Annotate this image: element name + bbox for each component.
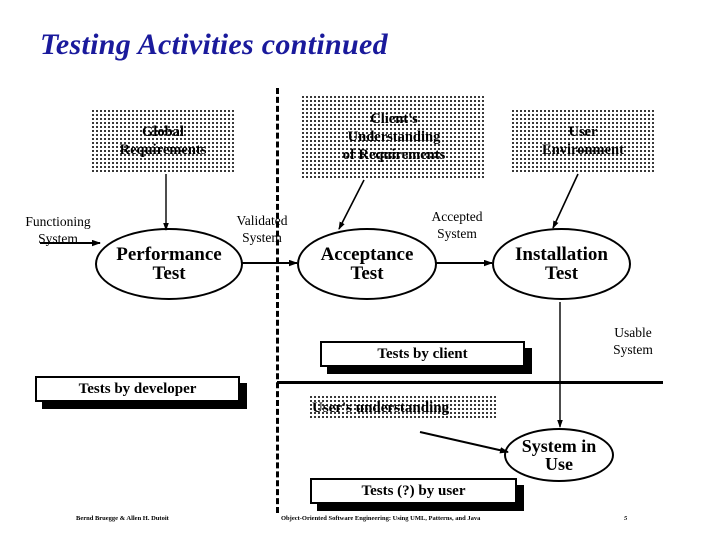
usable-system-line-2: System xyxy=(613,342,653,357)
horizontal-separator-line xyxy=(277,381,663,384)
responsibility-box-tests-by-developer[interactable]: Tests by developer xyxy=(35,376,240,402)
validated-system-line-2: System xyxy=(242,230,282,245)
arrow-user-environment-to-installation-test xyxy=(552,173,579,229)
functioning-system-line-2: System xyxy=(38,231,78,246)
activity-installation-test[interactable]: Installation Test xyxy=(492,228,631,300)
user-environment-line-1: User xyxy=(568,124,598,140)
flow-label-validated-system: Validated System xyxy=(222,212,302,246)
installation-test-line-2: Test xyxy=(544,263,579,284)
responsibility-box-tests-by-client[interactable]: Tests by client xyxy=(320,341,525,367)
flow-label-accepted-system: Accepted System xyxy=(418,208,496,242)
arrow-client-understanding-to-acceptance-test xyxy=(338,179,365,230)
footer-page-number: 5 xyxy=(624,515,628,522)
accepted-system-line-2: System xyxy=(437,226,477,241)
footer-authors: Bernd Bruegge & Allen H. Dutoit xyxy=(76,515,169,522)
performance-test-line-1: Performance xyxy=(116,243,222,265)
annotation-users-understanding: User's understanding xyxy=(310,396,498,420)
system-in-use-line-2: Use xyxy=(544,454,573,474)
page-title: Testing Activities continued xyxy=(40,28,388,61)
client-understanding-line-2: Understanding xyxy=(347,129,441,145)
acceptance-test-line-1: Acceptance xyxy=(320,243,414,265)
usable-system-line-1: Usable xyxy=(614,325,652,340)
client-understanding-line-3: of Requirements xyxy=(342,147,446,163)
activity-system-in-use[interactable]: System in Use xyxy=(504,428,614,482)
accepted-system-line-1: Accepted xyxy=(431,209,483,224)
user-environment-line-2: Environment xyxy=(542,142,624,158)
requirement-box-client-understanding: Client's Understanding of Requirements xyxy=(302,96,486,178)
arrow-users-understanding-to-system-in-use xyxy=(419,431,509,454)
vertical-dashed-divider xyxy=(276,88,279,513)
flow-label-usable-system: Usable System xyxy=(600,324,666,358)
validated-system-line-1: Validated xyxy=(236,213,288,228)
users-understanding-label: User's understanding xyxy=(312,400,450,416)
system-in-use-line-1: System in xyxy=(521,435,597,456)
requirement-box-global-requirements: Global Requirements xyxy=(92,110,234,172)
responsibility-box-tests-by-user[interactable]: Tests (?) by user xyxy=(310,478,517,504)
installation-test-line-1: Installation xyxy=(515,243,608,265)
requirement-box-user-environment: User Environment xyxy=(512,110,654,172)
functioning-system-line-1: Functioning xyxy=(25,214,91,229)
footer-book-title: Object-Oriented Software Engineering: Us… xyxy=(281,515,481,522)
activity-performance-test[interactable]: Performance Test xyxy=(95,228,243,300)
performance-test-line-2: Test xyxy=(152,263,186,284)
acceptance-test-line-2: Test xyxy=(350,263,384,284)
client-understanding-line-1: Client's xyxy=(370,111,418,127)
global-requirements-line-2: Requirements xyxy=(119,142,207,158)
flow-label-functioning-system: Functioning System xyxy=(8,213,108,247)
global-requirements-line-1: Global xyxy=(142,124,184,140)
activity-acceptance-test[interactable]: Acceptance Test xyxy=(297,228,437,300)
